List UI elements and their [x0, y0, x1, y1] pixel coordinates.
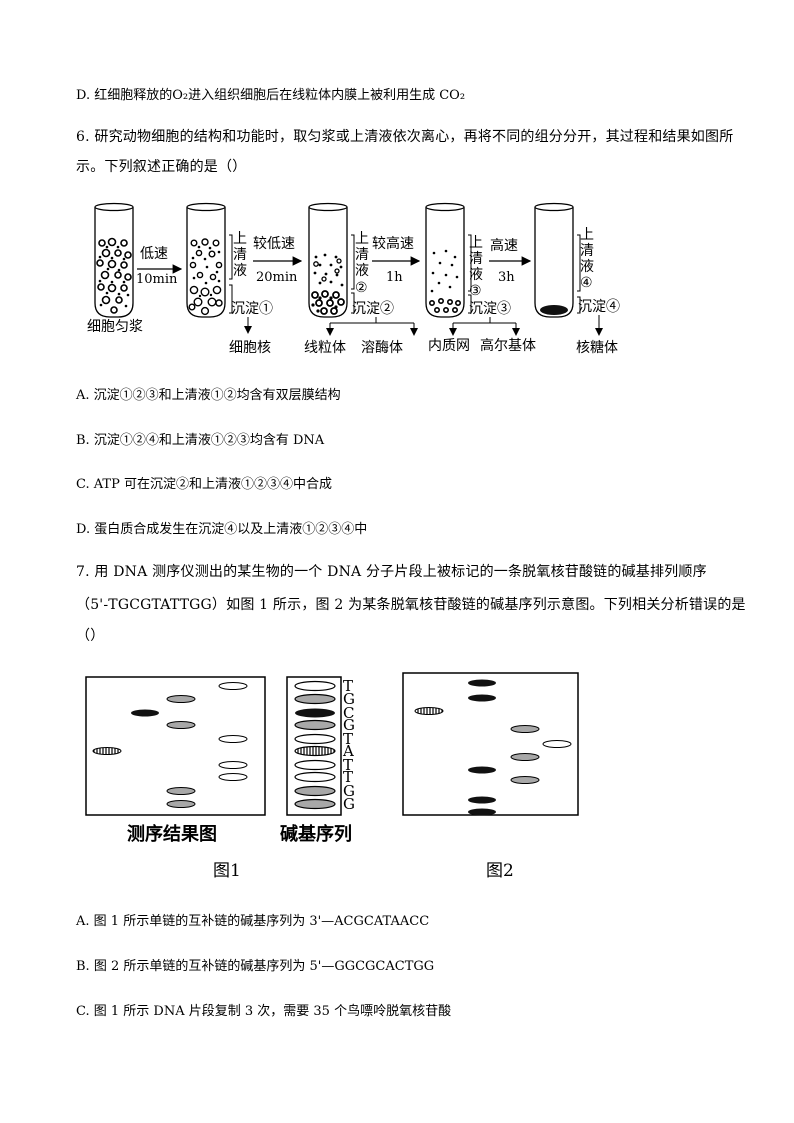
step3-speed: 较高速 [372, 235, 414, 252]
q6-stem-line2: 示。下列叙述正确的是（） [76, 159, 247, 175]
supernatant3-char1: 上 [469, 235, 483, 251]
tube-homogenate [94, 202, 134, 318]
step2-time: 20min [256, 270, 298, 285]
q7-option-c: C. 图 1 所示 DNA 片段复制 3 次，需要 35 个鸟嘌呤脱氧核苷酸 [76, 1004, 452, 1019]
supernatant1-char1: 上 [233, 231, 247, 247]
seq-letter-5: T [343, 730, 353, 748]
sediment4-label: 沉淀④ [578, 299, 620, 315]
homogenate-label: 细胞匀浆 [87, 319, 143, 335]
tube-step2 [308, 202, 348, 318]
supernatant2-char4: ② [355, 280, 368, 296]
q6-stem-line1: 6. 研究动物细胞的结构和功能时，取匀浆或上清液依次离心，再将不同的组分分开，其… [76, 129, 734, 145]
supernatant4-char2: 清 [580, 243, 594, 259]
seq-letter-2: G [343, 690, 355, 708]
supernatant2-char1: 上 [355, 231, 369, 247]
sediment2-label: 沉淀② [352, 301, 394, 317]
seq-letter-1: T [343, 677, 353, 695]
sequencing-figure: T G C G T A T T G G 测序结果图 碱基序列 图1 图2 [85, 672, 579, 881]
q7-stem-line1: 7. 用 DNA 测序仪测出的某生物的一个 DNA 分子片段上被标记的一条脱氧核… [76, 564, 707, 580]
sequencing-result-panel [85, 676, 266, 816]
step2-speed: 较低速 [253, 236, 295, 252]
seq-letter-6: A [342, 742, 354, 760]
sequencing-result-caption: 测序结果图 [127, 823, 217, 845]
step4-time: 3h [498, 270, 515, 285]
q6-option-d: D. 蛋白质合成发生在沉淀④以及上清液①②③④中 [76, 522, 368, 537]
seq-letter-7: T [343, 756, 353, 774]
supernatant1-char2: 清 [233, 247, 247, 263]
step1-speed: 低速 [140, 246, 168, 262]
figure2-panel [402, 672, 579, 816]
q5-option-d: D. 红细胞释放的O₂进入组织细胞后在线粒体内膜上被利用生成 CO₂ [76, 88, 466, 103]
figure1-label: 图1 [213, 861, 241, 881]
q7-option-b: B. 图 2 所示单链的互补链的碱基序列为 5'—GGCGCACTGG [76, 959, 435, 974]
q6-option-b: B. 沉淀①②④和上清液①②③均含有 DNA [76, 433, 325, 448]
base-sequence-panel: T G C G T A T T G G [286, 676, 355, 816]
seq-letter-8: T [343, 768, 353, 786]
sediment1-label: 沉淀① [231, 301, 273, 317]
step1-time: 10min [136, 272, 178, 287]
supernatant2-char3: 液 [355, 263, 369, 279]
supernatant3-char3: 液 [469, 267, 483, 283]
step3-time: 1h [386, 270, 403, 285]
base-sequence-caption: 碱基序列 [280, 823, 352, 845]
seq-letter-10: G [343, 795, 355, 813]
q7-stem-line3: （） [76, 628, 105, 644]
supernatant3-char4: ③ [469, 283, 482, 299]
seq-letter-4: G [343, 716, 355, 734]
organelle-nucleus: 细胞核 [229, 340, 271, 356]
q6-option-c: C. ATP 可在沉淀②和上清液①②③④中合成 [76, 477, 332, 492]
organelle-ribosome: 核糖体 [576, 340, 618, 356]
organelle-lysosome: 溶酶体 [361, 340, 403, 356]
seq-letter-3: C [343, 704, 354, 722]
supernatant4-char4: ④ [580, 275, 593, 291]
supernatant2-char2: 清 [355, 247, 369, 263]
q6-option-a: A. 沉淀①②③和上清液①②均含有双层膜结构 [76, 388, 341, 403]
seq-letter-9: G [343, 782, 355, 800]
centrifugation-diagram: 上 清 液 沉淀① 较低速 20min 上 清 液 ② 沉淀 [87, 202, 620, 356]
organelle-er: 内质网 [428, 338, 470, 354]
tube-step3 [425, 202, 465, 318]
organelle-mitochondria: 线粒体 [304, 340, 346, 356]
step4-speed: 高速 [490, 237, 518, 254]
supernatant4-char3: 液 [580, 259, 594, 275]
tube-step4 [534, 202, 574, 318]
figure2-label: 图2 [486, 861, 514, 881]
supernatant4-char1: 上 [580, 227, 594, 243]
q7-option-a: A. 图 1 所示单链的互补链的碱基序列为 3'—ACGCATAACC [76, 914, 430, 929]
sediment3-label: 沉淀③ [469, 301, 511, 317]
tube-step1 [186, 202, 226, 318]
q7-stem-line2: （5'-TGCGTATTGG）如图 1 所示，图 2 为某条脱氧核苷酸链的碱基序… [76, 597, 746, 613]
organelle-golgi: 高尔基体 [480, 337, 536, 354]
supernatant1-char3: 液 [233, 263, 247, 279]
supernatant3-char2: 清 [469, 251, 483, 267]
